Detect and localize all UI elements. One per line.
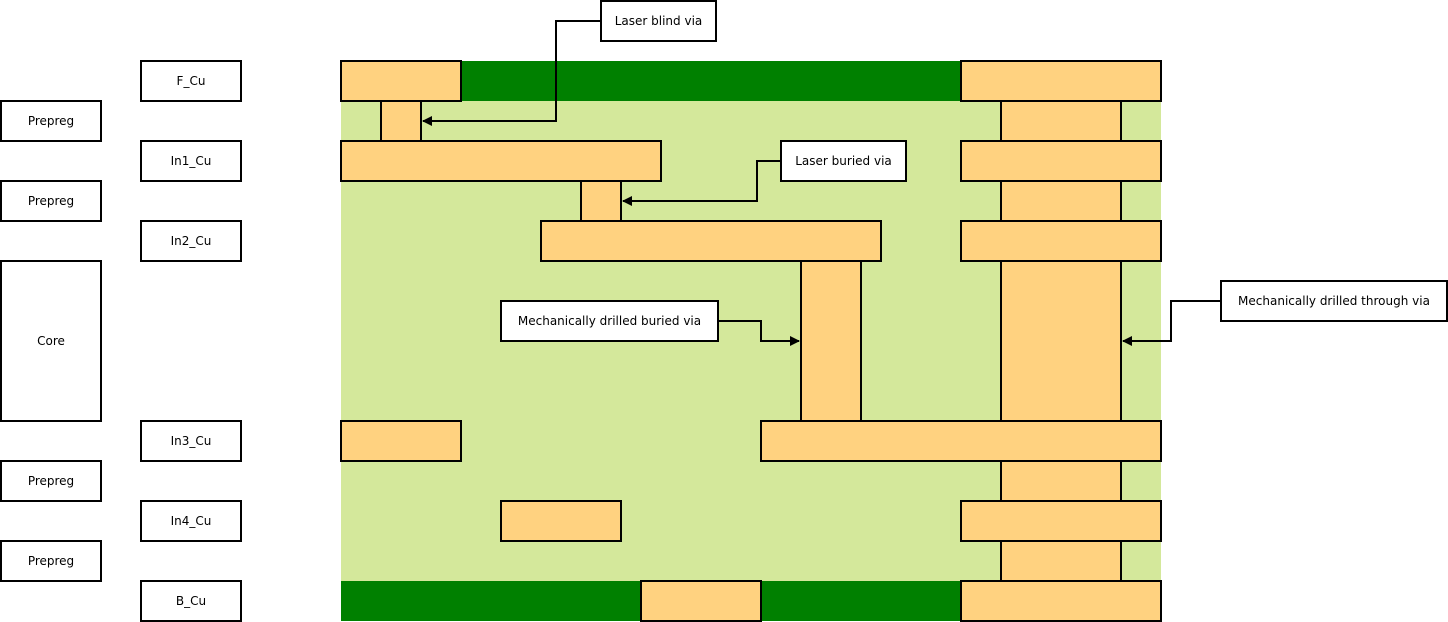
in2-cu-pad-right xyxy=(960,220,1162,262)
callout-laser-blind-via: Laser blind via xyxy=(600,0,717,42)
in4-cu-pad-right xyxy=(960,500,1162,542)
laser-buried-via-barrel xyxy=(580,180,622,222)
mech-through-via-leader xyxy=(1122,300,1221,346)
callout-mech-buried-via: Mechanically drilled buried via xyxy=(500,300,719,342)
in3-cu-pad-left xyxy=(340,420,462,462)
copper-label-in1-cu: In1_Cu xyxy=(140,140,242,182)
dielectric-label-prepreg-4: Prepreg xyxy=(0,540,102,582)
in4-cu-pad xyxy=(500,500,622,542)
dielectric-label-prepreg-3: Prepreg xyxy=(0,460,102,502)
in1-cu-trace xyxy=(340,140,662,182)
callout-laser-buried-via: Laser buried via xyxy=(780,140,907,182)
dielectric-label-prepreg-2: Prepreg xyxy=(0,180,102,222)
copper-label-in4-cu: In4_Cu xyxy=(140,500,242,542)
copper-label-b-cu: B_Cu xyxy=(140,580,242,622)
b-cu-pad-right xyxy=(960,580,1162,622)
dielectric-label-prepreg-1: Prepreg xyxy=(0,100,102,142)
mech-buried-via-leader xyxy=(719,320,800,346)
dielectric-label-core: Core xyxy=(0,260,102,422)
copper-label-in3-cu: In3_Cu xyxy=(140,420,242,462)
b-cu-pad-middle xyxy=(640,580,762,622)
laser-buried-via-leader xyxy=(622,160,781,206)
f-cu-pad-right xyxy=(960,60,1162,102)
copper-label-in2-cu: In2_Cu xyxy=(140,220,242,262)
in3-cu-trace xyxy=(760,420,1162,462)
f-cu-pad-left xyxy=(340,60,462,102)
copper-label-f-cu: F_Cu xyxy=(140,60,242,102)
in2-cu-trace xyxy=(540,220,882,262)
callout-mech-through-via: Mechanically drilled through via xyxy=(1220,280,1448,322)
mech-buried-via-barrel xyxy=(800,260,862,422)
laser-blind-via-barrel xyxy=(380,100,422,142)
in1-cu-pad-right xyxy=(960,140,1162,182)
laser-blind-via-leader xyxy=(422,20,601,126)
